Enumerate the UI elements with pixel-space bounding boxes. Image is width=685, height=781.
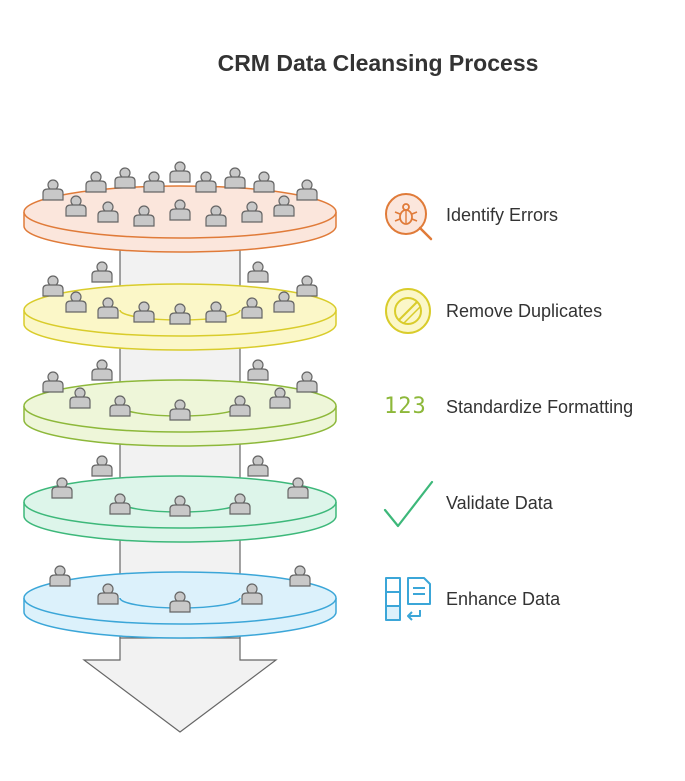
- step-label-remove-duplicates: Remove Duplicates: [446, 301, 603, 321]
- enhance-document-icon: [385, 577, 431, 621]
- step-label-enhance-data: Enhance Data: [446, 589, 561, 609]
- step-label-identify-errors: Identify Errors: [446, 205, 559, 225]
- page-title: CRM Data Cleansing Process: [217, 50, 539, 76]
- step-label-standardize-formatting: Standardize Formatting: [446, 397, 634, 417]
- step-label-validate-data: Validate Data: [446, 493, 553, 513]
- no-duplicates-icon: [385, 288, 431, 334]
- checkmark-icon: [383, 480, 434, 528]
- bug-magnifier-icon: [385, 193, 433, 241]
- numbers-123-icon: 123: [384, 394, 427, 419]
